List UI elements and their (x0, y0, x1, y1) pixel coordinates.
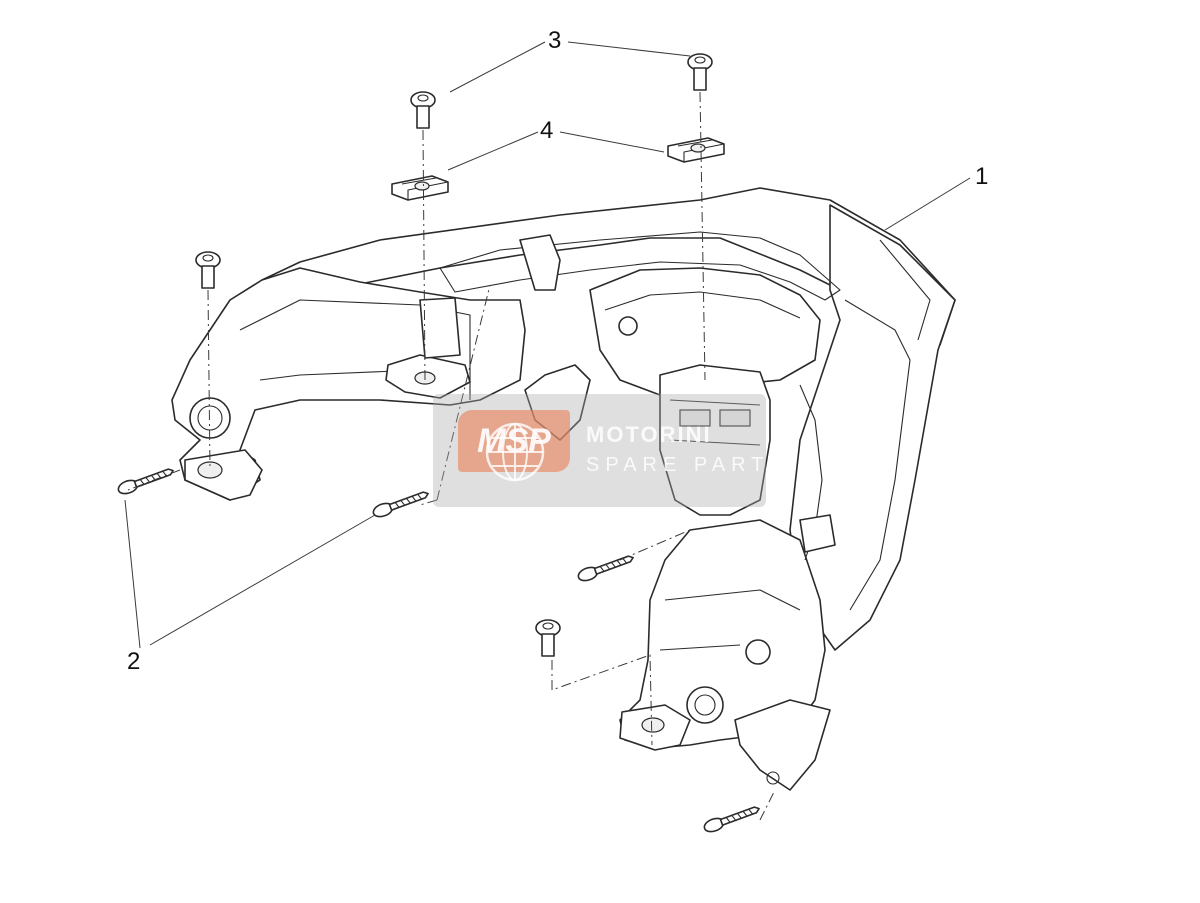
screw-2b (372, 491, 429, 518)
flange-screw-group (195, 53, 713, 657)
clip-nut-4b (667, 137, 725, 163)
screw-2d (703, 806, 760, 833)
watermark-text-primary: MOTORINI (586, 422, 712, 447)
screw-3b (687, 53, 713, 91)
leader-lines (124, 41, 971, 649)
clip-nut-group (391, 137, 725, 201)
watermark-text-secondary: SPARE PARTS (586, 454, 789, 476)
rear-housing-part (171, 187, 956, 791)
self-tapping-screw-group (117, 468, 760, 833)
callout-4: 4 (540, 117, 553, 144)
callout-3: 3 (548, 27, 561, 54)
clip-nut-4a (391, 175, 449, 201)
callout-2: 2 (127, 648, 140, 675)
screw-3a (410, 91, 436, 129)
globe-icon (485, 422, 545, 482)
screw-2c (577, 555, 634, 582)
callout-1: 1 (975, 163, 988, 190)
screw-3d (535, 619, 561, 657)
assembly-axes (127, 91, 776, 821)
screw-3c (195, 251, 221, 289)
screw-2a (117, 468, 174, 495)
